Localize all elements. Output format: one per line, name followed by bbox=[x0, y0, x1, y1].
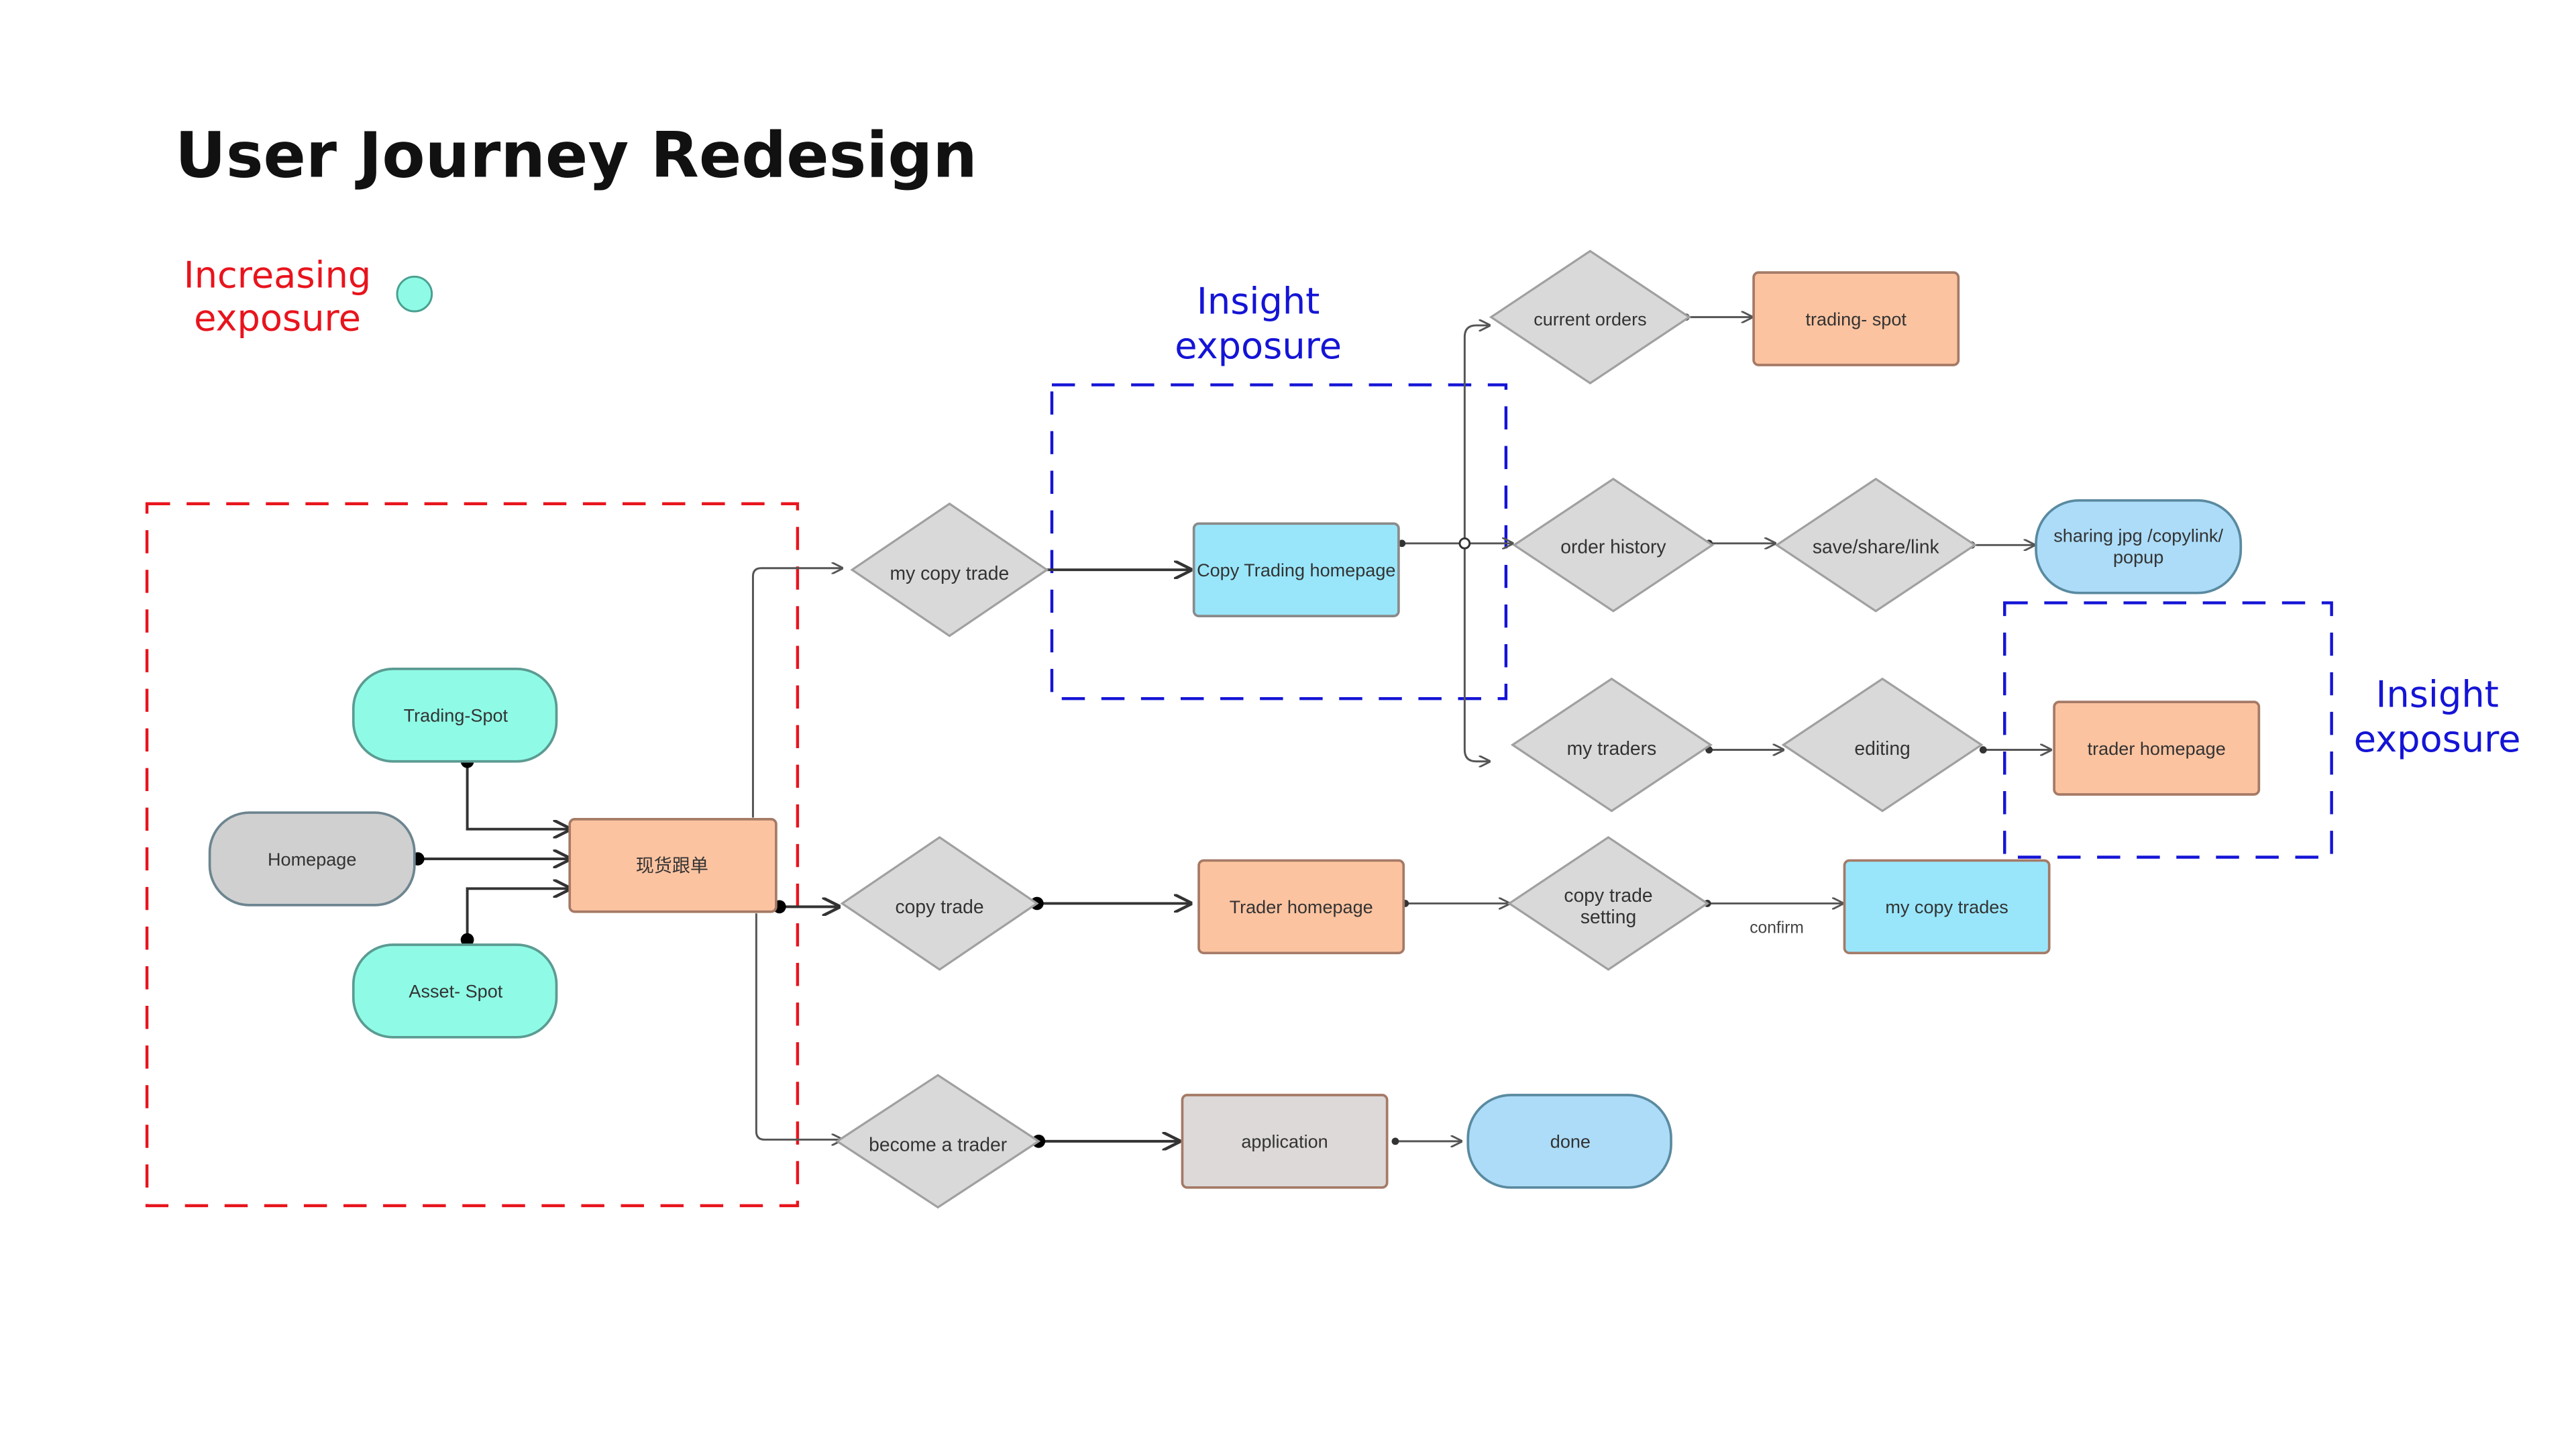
page-title: User Journey Redesign bbox=[175, 119, 977, 192]
node-label: current orders bbox=[1534, 309, 1646, 329]
legend-swatch bbox=[396, 275, 433, 313]
edge-spot-copy-to-become-trader bbox=[755, 913, 842, 1139]
node-label: done bbox=[1550, 1131, 1591, 1152]
node-label: Homepage bbox=[268, 849, 356, 870]
node-label: save/share/link bbox=[1813, 536, 1940, 558]
node-label: trader homepage bbox=[2088, 738, 2226, 759]
node-label: trading- spot bbox=[1806, 309, 1907, 329]
node-trader-homepage-right: trader homepage bbox=[2053, 701, 2261, 796]
node-homepage: Homepage bbox=[208, 811, 416, 907]
node-trading-spot: Trading-Spot bbox=[352, 668, 558, 763]
node-label: Asset- Spot bbox=[409, 981, 502, 1002]
node-become-a-trader: become a trader bbox=[835, 1074, 1041, 1209]
edge-trading-spot-to-spot-copy bbox=[466, 761, 570, 829]
node-label: order history bbox=[1560, 536, 1666, 558]
legend-label-line2: exposure bbox=[194, 297, 361, 339]
node-label: Trading-Spot bbox=[404, 705, 508, 726]
edge-dot bbox=[1979, 746, 1987, 754]
edge-junction bbox=[1458, 537, 1471, 550]
node-copy-trading-homepage: Copy Trading homepage bbox=[1192, 522, 1400, 617]
node-application: application bbox=[1181, 1094, 1389, 1189]
node-trading-spot-result: trading- spot bbox=[1752, 271, 1960, 366]
node-copy-trade-setting: copy trade setting bbox=[1507, 836, 1710, 971]
node-label: my copy trade bbox=[890, 562, 1010, 584]
insight-label-top-line2: exposure bbox=[1175, 325, 1342, 367]
node-label-line1: copy trade bbox=[1564, 884, 1652, 906]
legend-label-line1: Increasing bbox=[184, 254, 372, 296]
insight-label-top-line1: Insight bbox=[1197, 280, 1320, 323]
node-label-line1: sharing jpg /copylink/ bbox=[2053, 525, 2223, 546]
node-my-copy-trades: my copy trades bbox=[1843, 859, 2051, 955]
insight-label-right-line2: exposure bbox=[2354, 718, 2521, 760]
edge-dot bbox=[1398, 539, 1406, 548]
node-save-share-link: save/share/link bbox=[1774, 477, 1977, 613]
node-my-traders: my traders bbox=[1510, 677, 1713, 813]
node-done: done bbox=[1466, 1094, 1672, 1189]
edge-dot bbox=[1391, 1137, 1399, 1145]
increasing-exposure-region bbox=[145, 502, 800, 1208]
node-label: become a trader bbox=[869, 1134, 1007, 1155]
edge-to-current-orders bbox=[1463, 325, 1489, 543]
insight-exposure-region-right bbox=[2003, 601, 2333, 859]
edge-spot-copy-to-my-copy-trade bbox=[751, 568, 842, 818]
node-my-copy-trade: my copy trade bbox=[850, 502, 1049, 637]
node-label: Copy Trading homepage bbox=[1197, 560, 1395, 580]
edge-label-confirm: confirm bbox=[1750, 919, 1804, 937]
edge-asset-spot-to-spot-copy bbox=[466, 888, 570, 940]
node-label: my traders bbox=[1567, 737, 1657, 759]
node-label-line2: popup bbox=[2113, 546, 2163, 567]
node-trader-homepage-mid: Trader homepage bbox=[1197, 859, 1405, 955]
node-asset-spot: Asset- Spot bbox=[352, 943, 558, 1039]
node-copy-trade: copy trade bbox=[840, 836, 1039, 971]
node-label: my copy trades bbox=[1885, 896, 2008, 917]
node-label-line2: setting bbox=[1580, 906, 1636, 927]
node-label: copy trade bbox=[896, 896, 984, 917]
node-label: application bbox=[1241, 1131, 1328, 1152]
node-spot-copy-trading: 现货跟单 bbox=[568, 818, 777, 913]
edge-dot bbox=[460, 933, 474, 947]
node-label: 现货跟单 bbox=[636, 856, 708, 876]
node-label: editing bbox=[1854, 737, 1910, 759]
node-label: Trader homepage bbox=[1230, 896, 1373, 917]
insight-label-right-line1: Insight bbox=[2375, 674, 2498, 716]
node-current-orders: current orders bbox=[1489, 250, 1691, 384]
node-order-history: order history bbox=[1512, 477, 1715, 613]
node-sharing-popup: sharing jpg /copylink/ popup bbox=[2035, 499, 2243, 594]
edge-to-my-traders bbox=[1463, 543, 1489, 762]
node-editing: editing bbox=[1781, 677, 1984, 813]
